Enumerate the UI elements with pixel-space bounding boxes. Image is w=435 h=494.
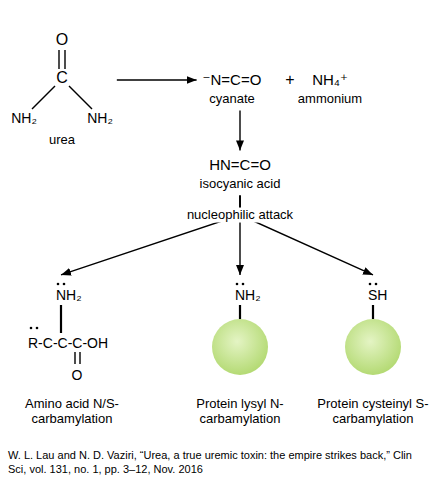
single-bond — [60, 305, 62, 333]
reaction-name: Amino acid N/S-carbamylation — [10, 397, 135, 427]
chemical-species: NH₂ R-C-C-C-OH O Amino acid N/S-carbamylati… — [6, 283, 139, 431]
compound-name: cyanate — [209, 92, 255, 107]
double-bond — [58, 50, 59, 69]
atom-label: SH — [368, 287, 387, 303]
reaction-arrow — [117, 79, 197, 80]
reaction-arrow — [239, 110, 240, 150]
chemical-species: O C NH₂ NH₂ urea — [7, 27, 117, 152]
citation: W. L. Lau and N. D. Vaziri, “Urea, a tru… — [8, 448, 427, 477]
chemical-formula: ⁻N=C=O — [203, 71, 262, 88]
atom-label: NH₂ — [11, 110, 37, 126]
atom-label: NH₂ — [235, 287, 261, 303]
double-bond — [64, 50, 65, 69]
lone-pair-dot — [63, 283, 66, 286]
lone-pair-dot — [236, 283, 239, 286]
chemical-formula: HN=C=O — [209, 156, 271, 173]
compound-name: ammonium — [298, 92, 362, 107]
lone-pair-dot — [375, 283, 378, 286]
single-bond — [239, 305, 241, 319]
chemical-species: SH Protein cysteinyl S-carbamylation — [313, 283, 433, 431]
atom-label: NH₂ — [56, 287, 82, 303]
edge-label: nucleophilic attack — [184, 208, 296, 223]
protein-sphere — [345, 319, 401, 375]
single-bond — [372, 305, 374, 319]
reaction-name: Protein lysyl N-carbamylation — [180, 397, 300, 427]
chemical-species: ⁻N=C=O cyanate — [199, 67, 266, 110]
protein-sphere — [212, 319, 268, 375]
single-bond — [69, 86, 92, 109]
lone-pair-dot — [30, 327, 33, 330]
lone-pair-dot — [242, 283, 245, 286]
atom-label: O — [72, 367, 83, 383]
chemical-species: NH₂ Protein lysyl N-carbamylation — [176, 283, 304, 431]
atom-label: C — [56, 69, 68, 87]
chemical-species: NH₄⁺ ammonium — [294, 67, 366, 110]
atom-label: O — [56, 31, 68, 49]
compound-name: urea — [49, 133, 75, 148]
lone-pair-dot — [36, 327, 39, 330]
single-bond — [32, 86, 55, 109]
reaction-name: Protein cysteinyl S-carbamylation — [317, 397, 429, 427]
lone-pair-dot — [369, 283, 372, 286]
atom-label: NH₂ — [87, 110, 113, 126]
double-bond — [79, 352, 80, 364]
lone-pair-dot — [57, 283, 60, 286]
plus-sign: + — [282, 71, 297, 89]
chemical-formula: NH₄⁺ — [312, 71, 348, 88]
compound-name: isocyanic acid — [200, 177, 281, 192]
double-bond — [74, 352, 75, 364]
chemical-formula: R-C-C-C-OH — [28, 335, 108, 351]
chemical-species: HN=C=O isocyanic acid — [196, 152, 285, 195]
